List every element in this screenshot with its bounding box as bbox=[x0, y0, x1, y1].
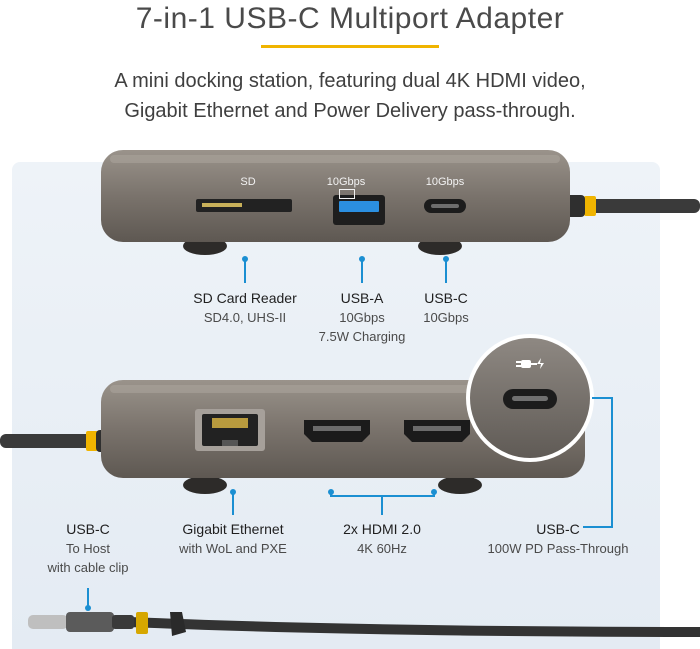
callout-detail: with cable clip bbox=[47, 560, 129, 575]
cable-clip bbox=[170, 612, 186, 636]
callout-detail: To Host bbox=[65, 541, 111, 556]
callout-title: 2x HDMI 2.0 bbox=[343, 521, 421, 537]
callout-detail: SD4.0, UHS-II bbox=[203, 310, 287, 325]
bottom-device bbox=[0, 380, 585, 494]
host-cable bbox=[0, 434, 110, 448]
top-device bbox=[101, 150, 700, 255]
power-plug-icon bbox=[516, 358, 544, 369]
bottom-callouts bbox=[85, 397, 613, 611]
callout-detail: 10Gbps bbox=[423, 310, 469, 325]
callout-title: SD Card Reader bbox=[193, 290, 297, 306]
callout-detail: 7.5W Charging bbox=[318, 329, 406, 344]
page-title: 7-in-1 USB-C Multiport Adapter bbox=[135, 2, 565, 35]
title-underline bbox=[261, 45, 439, 48]
sd-port-label: SD bbox=[240, 176, 256, 188]
pd-port-zoom bbox=[466, 334, 594, 462]
usb-c-connector bbox=[28, 615, 68, 629]
callout-detail: 4K 60Hz bbox=[357, 541, 407, 556]
callout-detail: 100W PD Pass-Through bbox=[487, 541, 629, 556]
usb-a-port-label: 10Gbps bbox=[318, 176, 374, 200]
top-cable-band bbox=[584, 196, 596, 216]
callout-sd-card-reader: SD Card Reader SD4.0, UHS-II bbox=[170, 289, 320, 327]
callout-usb-c-host: USB-C To Host with cable clip bbox=[28, 520, 148, 577]
callout-title: USB-C bbox=[424, 290, 468, 306]
callout-title: Gigabit Ethernet bbox=[182, 521, 284, 537]
host-cable-band bbox=[86, 431, 98, 451]
subtitle-line-1: A mini docking station, featuring dual 4… bbox=[114, 70, 586, 92]
top-callouts bbox=[242, 256, 449, 283]
callout-hdmi: 2x HDMI 2.0 4K 60Hz bbox=[322, 520, 442, 558]
subtitle: A mini docking station, featuring dual 4… bbox=[0, 66, 700, 126]
usb-c-port-label: 10Gbps bbox=[425, 176, 465, 188]
callout-usb-c-pd: USB-C 100W PD Pass-Through bbox=[476, 520, 640, 558]
callout-title: USB-C bbox=[66, 521, 110, 537]
callout-title: USB-A bbox=[340, 290, 384, 306]
usb-a-speed-text: 10Gbps bbox=[326, 176, 366, 188]
callout-detail: 10Gbps bbox=[339, 310, 385, 325]
sd-slot bbox=[196, 199, 292, 212]
subtitle-line-2: Gigabit Ethernet and Power Delivery pass… bbox=[124, 100, 576, 122]
callout-gigabit-ethernet: Gigabit Ethernet with WoL and PXE bbox=[158, 520, 308, 558]
callout-detail: with WoL and PXE bbox=[179, 541, 287, 556]
battery-charge-icon bbox=[339, 189, 355, 200]
callout-usb-c-10gbps: USB-C 10Gbps bbox=[406, 289, 486, 327]
callout-title: USB-C bbox=[536, 521, 580, 537]
callout-usb-a: USB-A 10Gbps 7.5W Charging bbox=[307, 289, 417, 346]
usb-c-host-cable bbox=[28, 612, 700, 637]
